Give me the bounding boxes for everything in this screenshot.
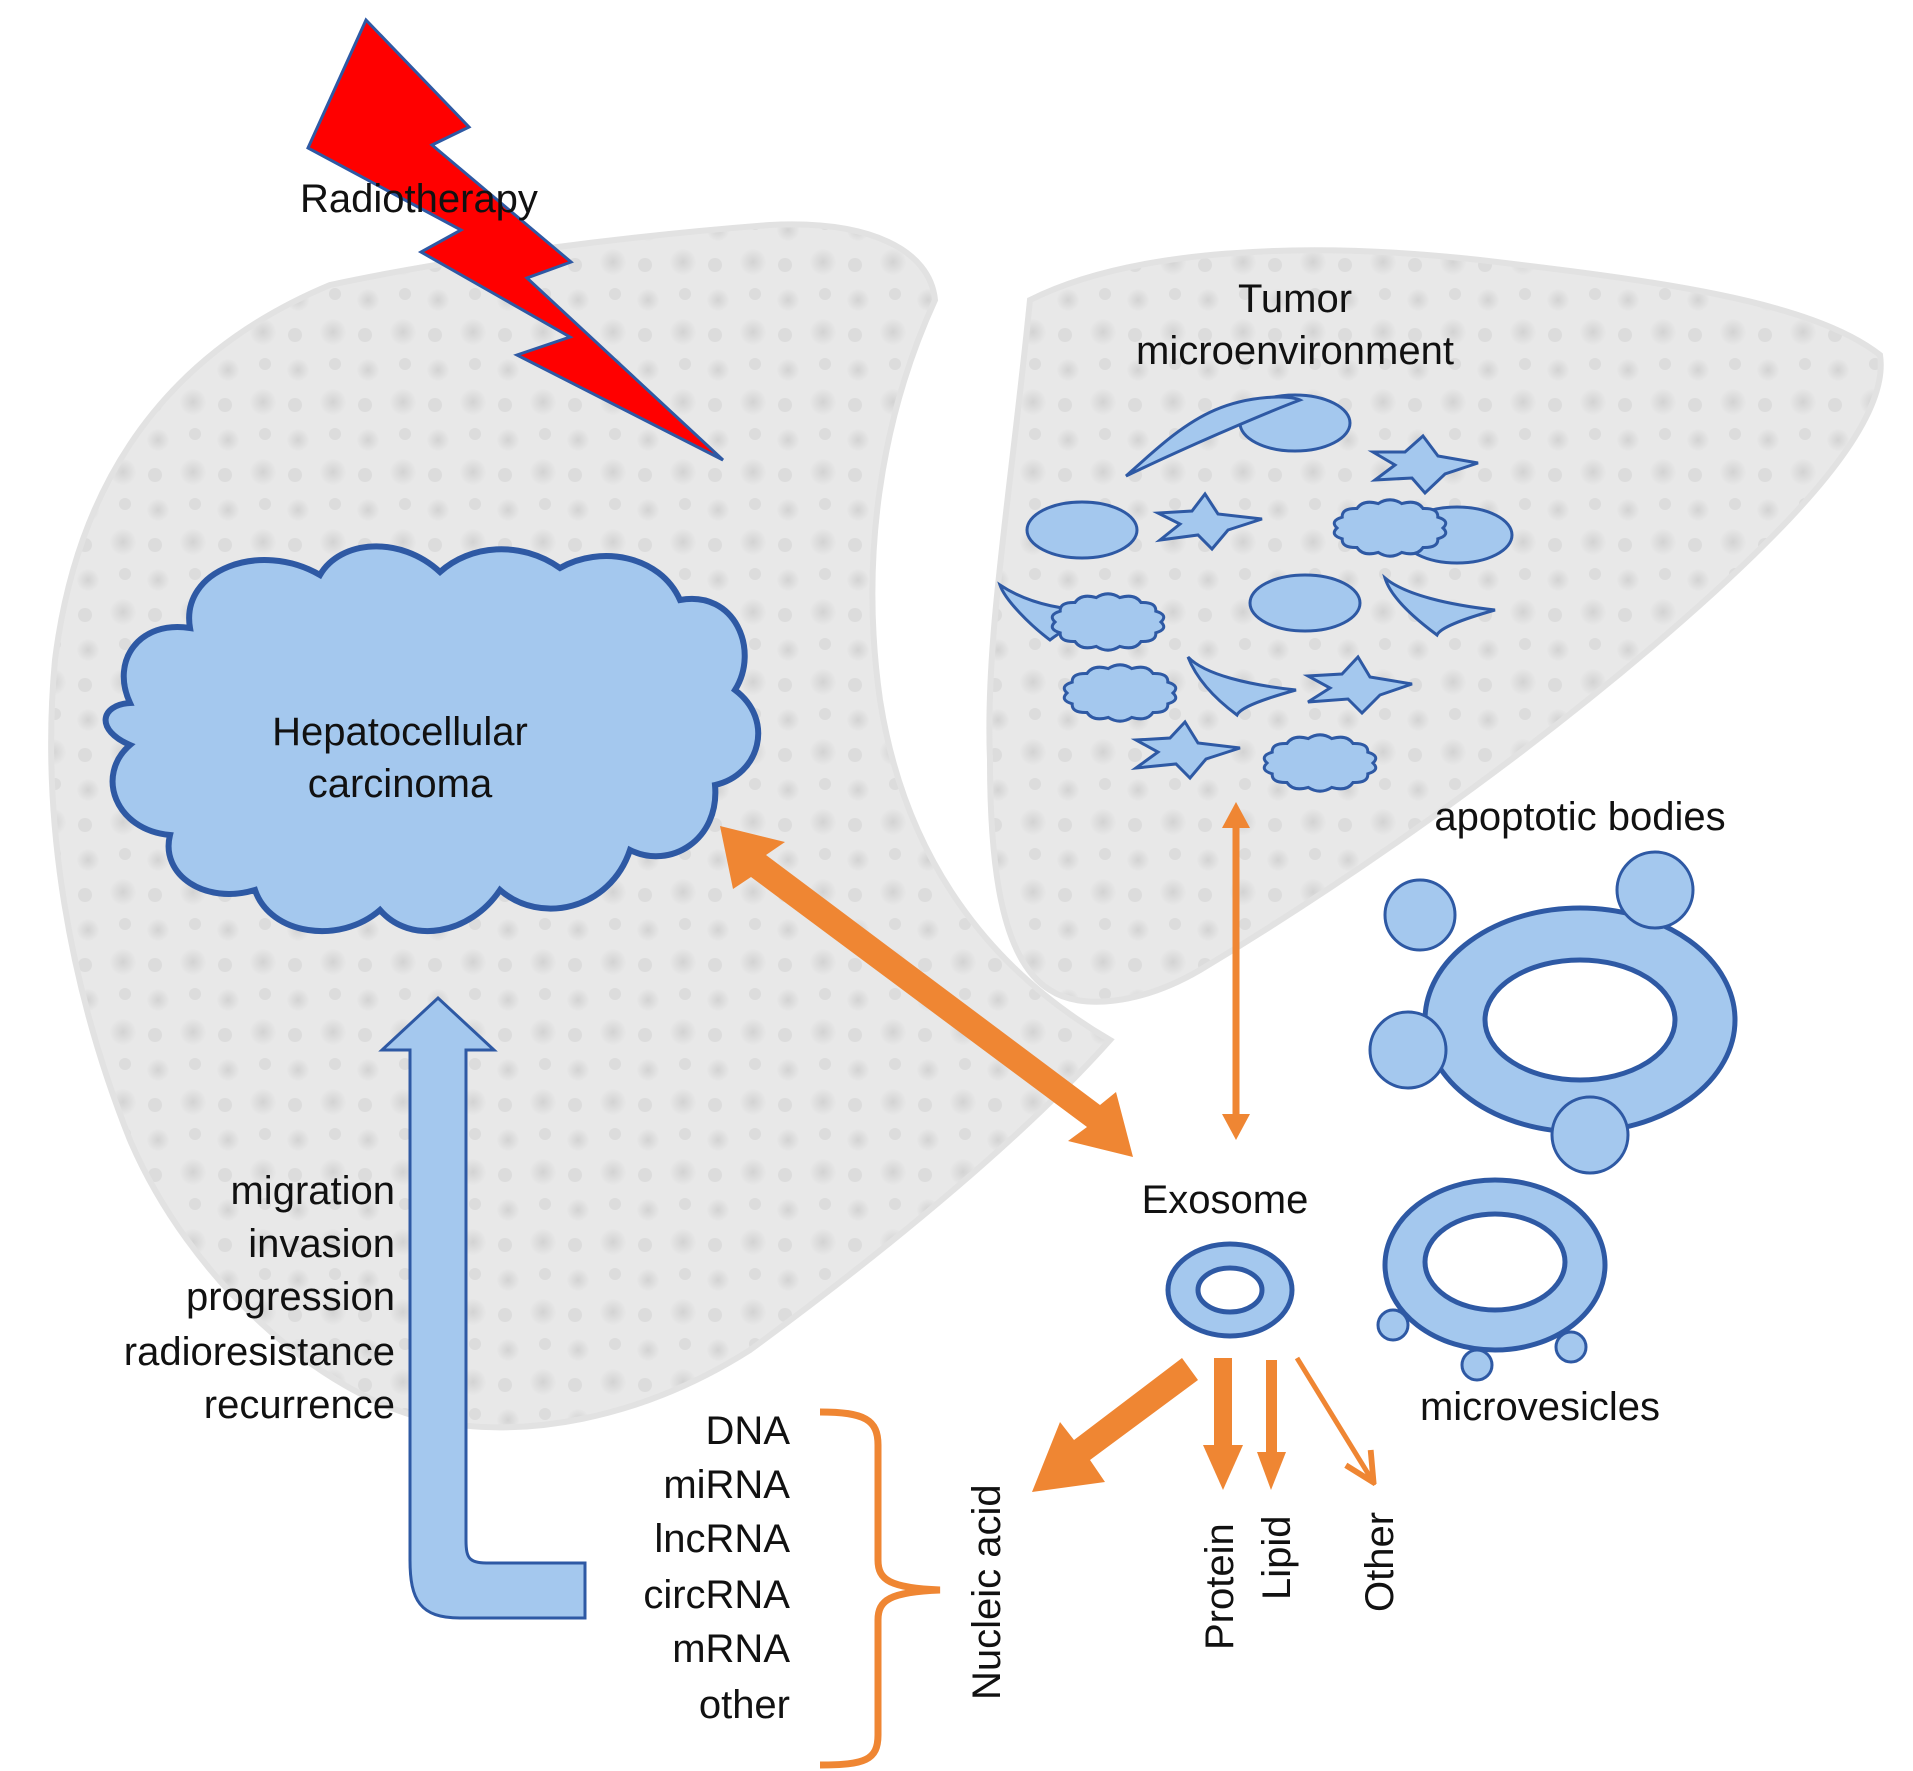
cell-star xyxy=(1302,654,1413,716)
protein-arrow xyxy=(1203,1358,1243,1490)
radiotherapy-label: Radiotherapy xyxy=(300,177,538,221)
nucleic-acid-label: Nucleic acid xyxy=(965,1484,1009,1700)
nucleic-acid-list: DNA miRNA lncRNA circRNA mRNA other xyxy=(643,1409,790,1727)
na-dna: DNA xyxy=(706,1409,791,1453)
microvesicles-label: microvesicles xyxy=(1420,1385,1660,1429)
lipid-label: Lipid xyxy=(1255,1515,1299,1600)
tme-label-line2: microenvironment xyxy=(1136,329,1454,373)
effects-list: migration invasion progression radioresi… xyxy=(124,1169,395,1427)
cell-blob xyxy=(1332,498,1448,558)
cell-blob xyxy=(1050,592,1166,652)
hcc-label-line1: Hepatocellular xyxy=(272,710,528,754)
lipid-arrow xyxy=(1257,1360,1286,1490)
na-circrna: circRNA xyxy=(643,1573,790,1617)
exosome-lumen xyxy=(1195,1265,1265,1315)
other-label: Other xyxy=(1358,1512,1402,1612)
apoptotic-body-icon xyxy=(1368,850,1738,1175)
effect-recurrence: recurrence xyxy=(204,1383,395,1427)
hcc-label-line2: carcinoma xyxy=(308,762,493,806)
tme-cells xyxy=(997,393,1514,781)
na-mrna: mRNA xyxy=(672,1627,790,1671)
exosome-label: Exosome xyxy=(1142,1178,1309,1222)
microvesicle-icon xyxy=(1376,1177,1608,1382)
cell-star xyxy=(1152,491,1263,552)
cell-oval xyxy=(1025,500,1139,560)
nucleic-acid-arrow xyxy=(1032,1358,1198,1492)
cell-crescent xyxy=(1382,573,1496,638)
effect-radioresistance: radioresistance xyxy=(124,1330,395,1374)
protein-label: Protein xyxy=(1198,1523,1242,1650)
feedback-arrow xyxy=(378,995,587,1620)
curly-brace xyxy=(819,1408,941,1769)
cell-crescent xyxy=(1186,655,1297,718)
na-other: other xyxy=(699,1683,790,1727)
hcc-cloud xyxy=(102,543,762,934)
effect-progression: progression xyxy=(186,1275,395,1319)
effect-migration: migration xyxy=(230,1169,395,1213)
tme-blob-cells xyxy=(1050,498,1448,793)
cell-crescent xyxy=(1125,395,1304,478)
effect-invasion: invasion xyxy=(248,1222,395,1266)
cell-blob xyxy=(1062,663,1178,723)
tme-label-line1: Tumor xyxy=(1238,277,1352,321)
lightning-bolt-icon xyxy=(306,17,725,462)
tme-exosome-arrow xyxy=(1222,802,1250,1140)
na-mirna: miRNA xyxy=(663,1463,790,1507)
hcc-exosome-arrow xyxy=(720,826,1133,1157)
na-lncrna: lncRNA xyxy=(654,1517,790,1561)
cell-blob xyxy=(1262,733,1378,793)
orange-arrows xyxy=(720,802,1372,1492)
cell-star xyxy=(1130,719,1241,781)
apoptotic-label: apoptotic bodies xyxy=(1434,795,1725,839)
cell-oval xyxy=(1248,573,1362,633)
cell-star xyxy=(1367,433,1479,496)
other-arrow xyxy=(1294,1356,1372,1480)
